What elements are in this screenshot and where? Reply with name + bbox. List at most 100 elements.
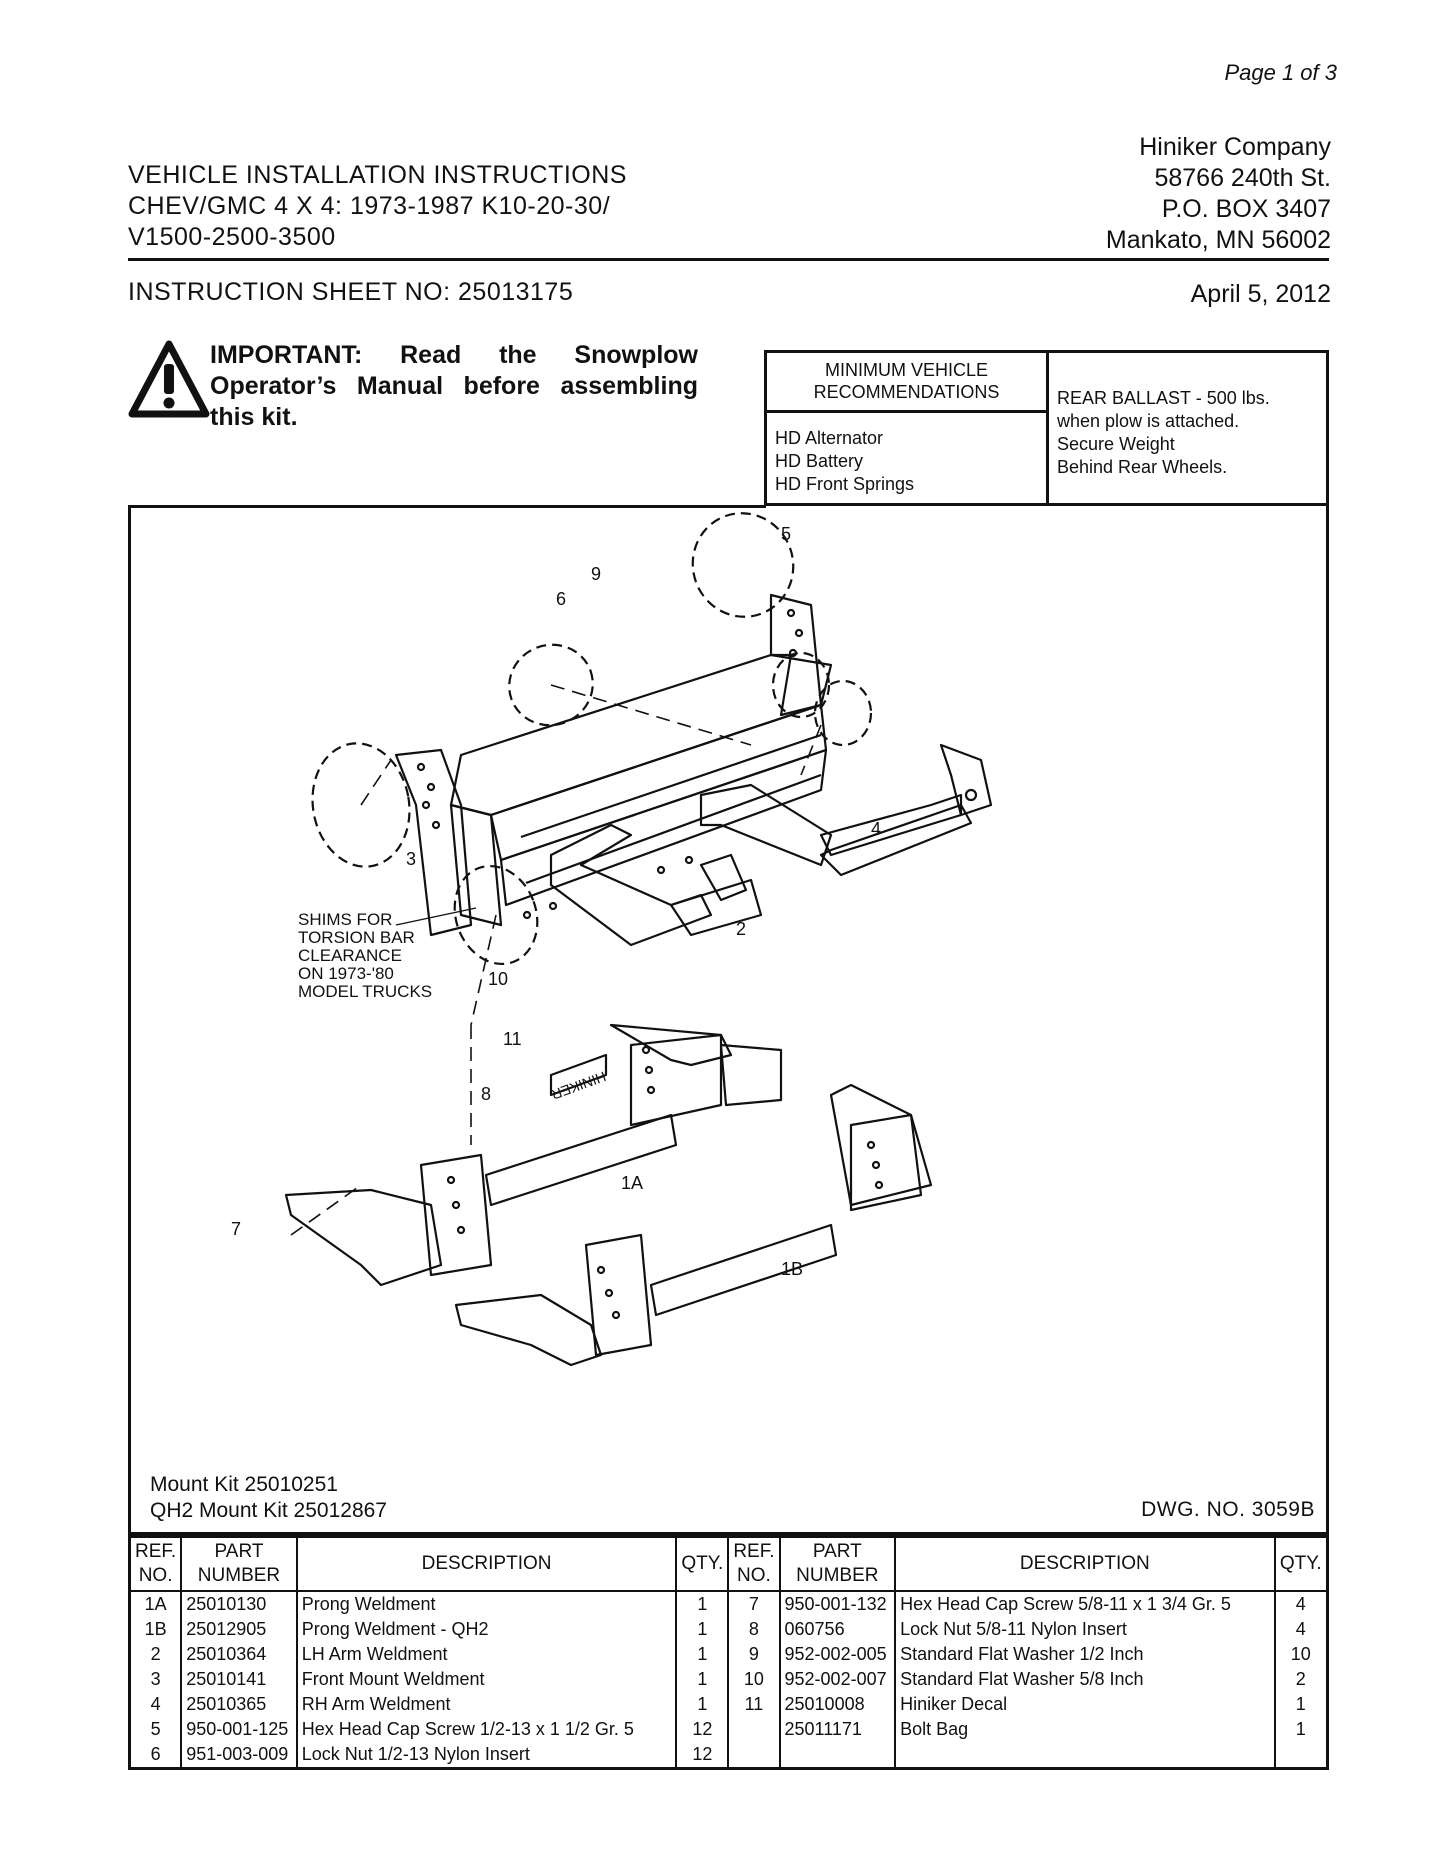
front-mount-weldment: [394, 593, 833, 937]
company-address: Hiniker Company 58766 240th St. P.O. BOX…: [1106, 132, 1331, 256]
cell-qty: 1: [675, 1692, 730, 1717]
callout-7: 7: [231, 1219, 241, 1239]
cell-qty: 1: [1273, 1717, 1329, 1742]
cell-ref: 9: [727, 1642, 781, 1667]
prong-weldment-1b: [454, 1083, 933, 1367]
exploded-assembly-svg: HINIKER 1A 1B 2 3 4 5: [231, 512, 993, 1367]
document-title: VEHICLE INSTALLATION INSTRUCTIONS CHEV/G…: [128, 160, 627, 253]
col-qty: QTY.: [1273, 1535, 1329, 1592]
mount-kit-number: Mount Kit 25010251: [150, 1473, 338, 1496]
callout-1a: 1A: [621, 1173, 643, 1193]
cell-ref: [727, 1742, 781, 1769]
drawing-top-border: [128, 505, 766, 508]
cell-ref: 6: [128, 1742, 183, 1769]
title-line: V1500-2500-3500: [128, 223, 336, 251]
cell-ref: [727, 1717, 781, 1742]
shim-note-line: MODEL TRUCKS: [298, 982, 432, 1001]
minimum-vehicle-heading: MINIMUM VEHICLE RECOMMENDATIONS: [767, 353, 1046, 413]
callout-5: 5: [781, 524, 791, 544]
cell-ref: 7: [727, 1591, 781, 1617]
page-number: Page 1 of 3: [1224, 60, 1337, 85]
cell-part-number: 951-003-009: [180, 1742, 298, 1769]
cell-qty: [1273, 1742, 1329, 1769]
cell-qty: 4: [1273, 1591, 1329, 1617]
hiniker-decal: HINIKER: [549, 1053, 608, 1103]
cell-description: LH Arm Weldment: [295, 1642, 678, 1667]
callout-11: 11: [503, 1029, 522, 1049]
callout-2: 2: [736, 919, 746, 939]
cell-ref: 10: [727, 1667, 781, 1692]
col-description: DESCRIPTION: [295, 1535, 678, 1592]
cell-qty: 10: [1273, 1642, 1329, 1667]
shim-note-line: CLEARANCE: [298, 946, 402, 965]
shim-note-line: TORSION BAR: [298, 928, 415, 947]
header-divider: [128, 258, 1329, 261]
col-description: DESCRIPTION: [894, 1535, 1276, 1592]
prong-weldment-1a: [284, 1023, 783, 1287]
cell-qty: 1: [675, 1591, 730, 1617]
cell-description: Hiniker Decal: [894, 1692, 1276, 1717]
vehicle-requirement: HD Front Springs: [775, 474, 915, 494]
company-street: 58766 240th St.: [1154, 164, 1331, 192]
cell-part-number: 950-001-132: [778, 1591, 897, 1617]
company-po-box: P.O. BOX 3407: [1161, 195, 1331, 223]
col-part-number: PART NUMBER: [180, 1535, 298, 1592]
important-warning-text: IMPORTANT: Read the Snowplow Operator’s …: [210, 341, 698, 431]
minimum-vehicle-left-cell: MINIMUM VEHICLE RECOMMENDATIONS HD Alter…: [767, 353, 1049, 503]
cell-part-number: [778, 1742, 897, 1769]
shim-note-line: ON 1973-'80: [298, 964, 394, 983]
minimum-vehicle-box: MINIMUM VEHICLE RECOMMENDATIONS HD Alter…: [764, 350, 1329, 506]
drawing-number: DWG. NO. 3059B: [1141, 1498, 1315, 1521]
ballast-line: Behind Rear Wheels.: [1057, 457, 1228, 477]
cell-description: Prong Weldment: [295, 1591, 678, 1617]
cell-qty: 1: [1273, 1692, 1329, 1717]
cell-part-number: 25010130: [180, 1591, 298, 1617]
cell-part-number: 25010141: [180, 1667, 298, 1692]
cell-description: Lock Nut 1/2-13 Nylon Insert: [295, 1742, 678, 1769]
cell-qty: 1: [675, 1642, 730, 1667]
cell-part-number: 952-002-007: [778, 1667, 897, 1692]
cell-ref: 3: [128, 1667, 183, 1692]
table-header-row: REF. NO. PART NUMBER DESCRIPTION QTY. RE…: [128, 1535, 1329, 1592]
callout-9: 9: [591, 564, 601, 584]
cell-ref: 4: [128, 1692, 183, 1717]
col-ref: REF. NO.: [128, 1535, 183, 1592]
cell-part-number: 952-002-005: [778, 1642, 897, 1667]
cell-part-number: 060756: [778, 1617, 897, 1642]
title-line: CHEV/GMC 4 X 4: 1973-1987 K10-20-30/: [128, 192, 611, 220]
cell-qty: 1: [675, 1617, 730, 1642]
callout-8: 8: [481, 1084, 491, 1104]
minimum-vehicle-items: HD Alternator HD Battery HD Front Spring…: [775, 427, 914, 496]
cell-ref: 2: [128, 1642, 183, 1667]
cell-description: Prong Weldment - QH2: [295, 1617, 678, 1642]
callout-labels: 1A 1B 2 3 4 5 6 7 8 9 10 11: [231, 524, 881, 1279]
cell-part-number: 25010008: [778, 1692, 897, 1717]
cell-description: Hex Head Cap Screw 5/8-11 x 1 3/4 Gr. 5: [894, 1591, 1276, 1617]
callout-6: 6: [556, 589, 566, 609]
cell-part-number: 25011171: [778, 1717, 897, 1742]
mount-kit-labels: Mount Kit 25010251 QH2 Mount Kit 2501286…: [150, 1472, 387, 1524]
cell-description: Standard Flat Washer 1/2 Inch: [894, 1642, 1276, 1667]
instruction-sheet-number: INSTRUCTION SHEET NO: 25013175: [128, 278, 574, 306]
title-line: VEHICLE INSTALLATION INSTRUCTIONS: [128, 161, 627, 189]
vehicle-requirement: HD Alternator: [775, 428, 884, 448]
cell-qty: 4: [1273, 1617, 1329, 1642]
cell-part-number: 25012905: [180, 1617, 298, 1642]
ballast-line: Secure Weight: [1057, 434, 1175, 454]
cell-description: Hex Head Cap Screw 1/2-13 x 1 1/2 Gr. 5: [295, 1717, 678, 1742]
assembly-lines: [290, 684, 822, 1236]
cell-description: Bolt Bag: [894, 1717, 1276, 1742]
document-date: April 5, 2012: [1190, 280, 1331, 308]
cell-description: Standard Flat Washer 5/8 Inch: [894, 1667, 1276, 1692]
parts-table: REF. NO. PART NUMBER DESCRIPTION QTY. RE…: [128, 1535, 1329, 1770]
rh-arm-weldment: [699, 743, 993, 877]
rear-ballast-note: REAR BALLAST - 500 lbs. when plow is att…: [1057, 387, 1317, 479]
cell-ref: 11: [727, 1692, 781, 1717]
callout-3: 3: [406, 849, 416, 869]
hardware-groups: [311, 512, 873, 966]
